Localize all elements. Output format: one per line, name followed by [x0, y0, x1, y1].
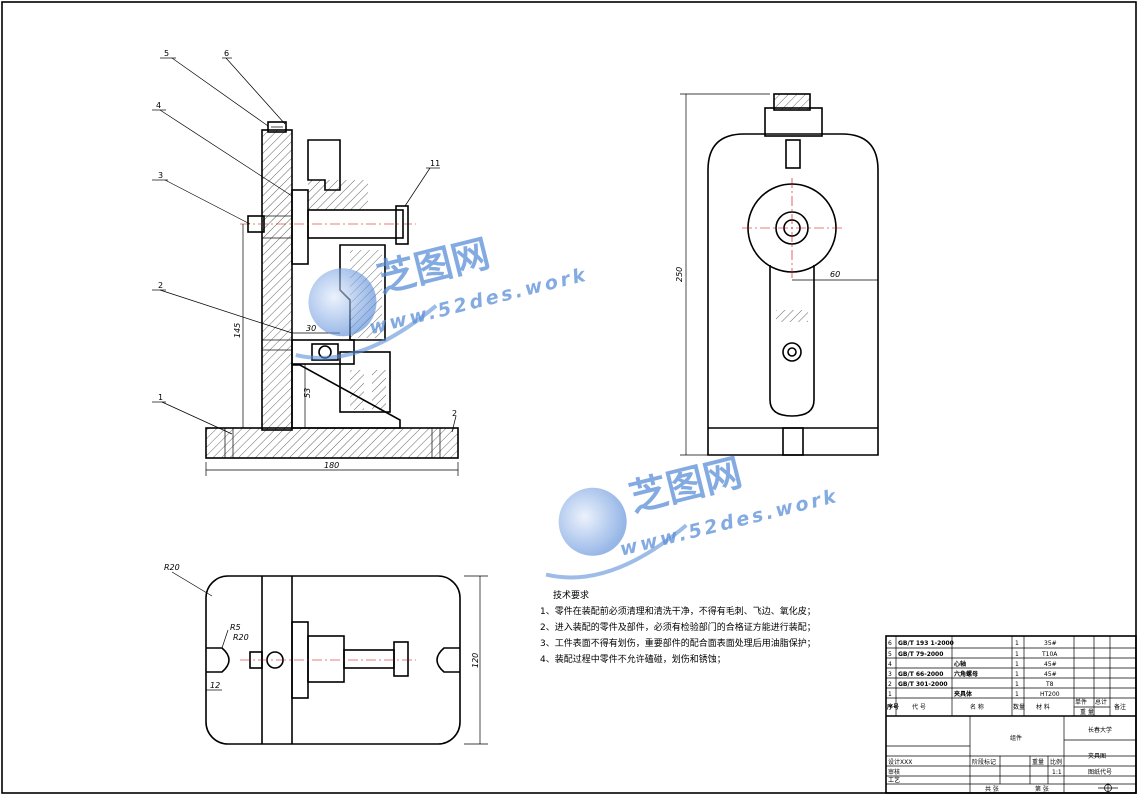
- balloon-4: 4: [156, 101, 161, 110]
- svg-text:数量: 数量: [1013, 703, 1025, 711]
- svg-text:T10A: T10A: [1041, 651, 1058, 658]
- svg-text:1: 1: [1015, 640, 1019, 647]
- svg-text:1: 1: [1015, 651, 1019, 658]
- svg-text:3: 3: [888, 671, 892, 678]
- svg-text:工艺: 工艺: [888, 776, 900, 784]
- svg-text:审核: 审核: [888, 768, 900, 776]
- balloon-5: 5: [164, 49, 169, 58]
- school-name: 长春大学: [1088, 726, 1112, 734]
- requirement-item: 3、工件表面不得有划伤，重要部件的配合面表面处理后用油脂保护；: [540, 637, 816, 649]
- svg-text:设计: 设计: [888, 758, 900, 766]
- fixture-body-side: [707, 133, 879, 456]
- svg-text:第 张: 第 张: [1035, 785, 1049, 793]
- balloon-6: 6: [224, 49, 229, 58]
- svg-text:共 张: 共 张: [985, 785, 999, 793]
- dim-top-height: 120: [471, 653, 480, 668]
- dim-top-slot-r: R5: [230, 623, 241, 632]
- dim-top-corner: R20: [233, 633, 249, 642]
- svg-text:XXX: XXX: [900, 759, 912, 766]
- bom-table: 6 GB/T 193 1-2000 1 35# 5 GB/T 79-2000 1…: [886, 640, 1126, 716]
- svg-text:T8: T8: [1045, 681, 1054, 688]
- balloon-11: 11: [430, 159, 440, 168]
- requirement-item: 2、进入装配的零件及部件，必须有检验部门的合格证方能进行装配；: [540, 621, 816, 633]
- locating-pin: [267, 121, 287, 133]
- svg-text:5: 5: [888, 651, 892, 658]
- svg-text:1: 1: [1015, 691, 1019, 698]
- drawing-name: 夹具图: [1088, 752, 1106, 760]
- svg-text:1:1: 1:1: [1052, 769, 1062, 776]
- svg-text:1: 1: [888, 691, 892, 698]
- svg-text:图纸代号: 图纸代号: [1088, 768, 1112, 776]
- svg-text:6: 6: [888, 640, 892, 647]
- dim-front-width: 180: [324, 461, 339, 470]
- dim-front-height: 145: [233, 323, 242, 338]
- title-block: [885, 635, 1137, 794]
- dim-bore-depth: 30: [306, 324, 316, 333]
- svg-text:4: 4: [888, 661, 892, 668]
- svg-text:比例: 比例: [1050, 758, 1062, 766]
- svg-text:1: 1: [1015, 671, 1019, 678]
- requirement-item: 4、装配过程中零件不允许磕碰，划伤和锈蚀；: [540, 653, 726, 665]
- svg-text:总计: 总计: [1095, 698, 1107, 706]
- title-block-text: 长春大学 夹具图 组件 设计 XXX 工艺 审核 阶段标记 重量 比例 1:1 …: [888, 726, 1118, 793]
- svg-text:GB/T 301-2000: GB/T 301-2000: [898, 681, 948, 688]
- svg-text:夹具体: 夹具体: [954, 690, 973, 698]
- assembly-name: 组件: [1010, 734, 1022, 742]
- requirement-item: 1、零件在装配前必须清理和清洗干净，不得有毛刺、飞边、氧化皮；: [540, 605, 816, 617]
- svg-text:GB/T 66-2000: GB/T 66-2000: [898, 671, 943, 678]
- dim-side-offset: 60: [830, 270, 840, 279]
- svg-text:材 料: 材 料: [1036, 703, 1050, 711]
- svg-text:名 称: 名 称: [970, 703, 984, 711]
- dim-side-height: 250: [675, 267, 684, 282]
- svg-text:HT200: HT200: [1040, 691, 1060, 698]
- svg-text:序号: 序号: [886, 703, 899, 711]
- mandrel: [291, 189, 309, 265]
- svg-text:35#: 35#: [1044, 640, 1057, 647]
- svg-text:GB/T 79-2000: GB/T 79-2000: [898, 651, 943, 658]
- svg-text:1: 1: [1015, 681, 1019, 688]
- side-view: [680, 93, 879, 456]
- svg-text:六角螺母: 六角螺母: [954, 670, 978, 678]
- requirements-title: 技术要求: [553, 589, 589, 601]
- balloon-2b: 2: [452, 409, 457, 418]
- svg-text:重 量: 重 量: [1080, 708, 1094, 716]
- svg-text:45#: 45#: [1044, 661, 1057, 668]
- svg-text:GB/T 193 1-2000: GB/T 193 1-2000: [898, 640, 954, 647]
- svg-text:2: 2: [888, 681, 892, 688]
- svg-text:代 号: 代 号: [912, 703, 926, 711]
- dim-top-slot-off: 12: [210, 681, 220, 690]
- top-view: [171, 571, 488, 745]
- svg-text:芝图网: 芝图网: [625, 450, 746, 520]
- svg-text:45#: 45#: [1044, 671, 1057, 678]
- watermark-lower: 芝图网 www.52des.work: [545, 450, 841, 580]
- balloon-1: 1: [158, 393, 163, 402]
- svg-text:重量: 重量: [1032, 758, 1044, 766]
- svg-text:1: 1: [1015, 661, 1019, 668]
- fixture-base-top: [205, 575, 461, 745]
- dim-top-radius: R20: [164, 563, 180, 572]
- svg-text:单件: 单件: [1075, 698, 1087, 706]
- balloon-2: 2: [158, 281, 163, 290]
- svg-text:备注: 备注: [1114, 703, 1126, 711]
- balloon-3: 3: [158, 171, 163, 180]
- svg-text:阶段标记: 阶段标记: [972, 758, 996, 766]
- dim-gap-height: 53: [303, 388, 312, 398]
- front-view: [152, 57, 459, 476]
- svg-text:心轴: 心轴: [954, 660, 966, 668]
